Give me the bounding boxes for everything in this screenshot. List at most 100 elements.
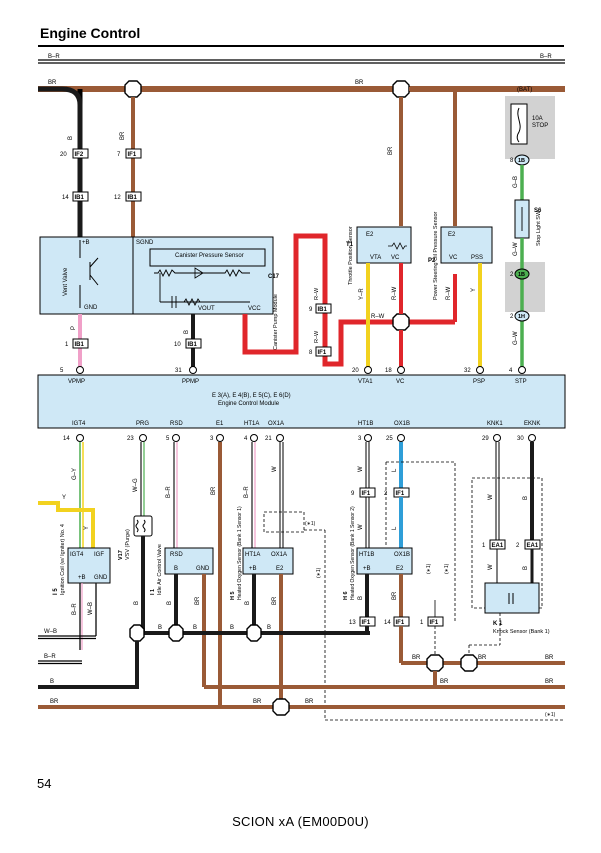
pin-2-knk: 2 <box>516 543 520 549</box>
connector-ib1-a <box>72 191 89 202</box>
iac-pin-rsd: RSD <box>170 552 183 558</box>
connector-ib1-b <box>125 191 142 202</box>
pin-21: 21 <box>265 436 272 442</box>
wire-label-b-o2s2: B <box>358 596 364 600</box>
connector-if1-b <box>315 346 332 357</box>
pin-14-igt4: 14 <box>63 436 70 442</box>
wire-label-br-bottom-1: BR <box>50 699 59 705</box>
o2-sensor-s2: W IF1 9 W L IF1 2 L HT1B OX1B +B E2 H 6 … <box>304 442 565 721</box>
tps-pin-vc: VC <box>391 255 400 261</box>
o2s1-pin-plusb: +B <box>249 566 257 572</box>
knock-id: K 1 <box>493 621 503 627</box>
connector-label-if1-e: IF1 <box>362 620 371 626</box>
iac-pin-b: B <box>174 566 178 572</box>
pin-2-stop-b: 2 <box>510 314 514 320</box>
wire-label-b-bottom: B <box>50 679 54 685</box>
o2s2-pin-ox1b: OX1B <box>394 552 410 558</box>
wire-label-gb: G–B <box>513 176 519 188</box>
iac-id: I 1 <box>150 589 156 595</box>
pin-9-ht1b: 9 <box>351 491 355 497</box>
pin-14-ox: 14 <box>384 620 391 626</box>
fuse-source: (BAT) <box>517 87 532 93</box>
o2-sensor-b1s2 <box>356 547 413 575</box>
connector-label-ib1-d: IB1 <box>75 342 85 348</box>
page-title: Engine Control <box>40 25 141 41</box>
pin-32: 32 <box>464 368 471 374</box>
wire-label-br-left: B–R <box>44 654 56 660</box>
wire-label-w-knk-2: W <box>488 564 494 570</box>
vent-valve-label: Vent Valve <box>63 267 69 296</box>
ign-id: I 5 <box>53 588 59 595</box>
stop-sw-label: Stop Light SW <box>536 210 542 246</box>
ground-buses: B B B B B BR BR BR BR BR BR BR BR <box>38 613 565 716</box>
wire-label-yr: Y–R <box>359 288 365 300</box>
canister-pin-vout: VOUT <box>198 306 215 312</box>
connector-1h <box>514 310 530 322</box>
wire-label-br-bottom-7: BR <box>478 655 487 661</box>
connector-label-if1-g: IF1 <box>430 620 439 626</box>
pin-1-shield: 1 <box>420 620 424 626</box>
annotation-star1-b: (∗1) <box>316 567 322 578</box>
pin-20-vta: 20 <box>352 368 359 374</box>
splice-gnd-3 <box>246 624 262 642</box>
splice-br-bottom <box>272 698 290 716</box>
wire-label-br-o2s1: BR <box>272 596 278 605</box>
pin-3-ht1b: 3 <box>358 436 362 442</box>
connector-label-ib1-a: IB1 <box>75 195 85 201</box>
wire-label-y-ign-2: Y <box>84 526 90 530</box>
wire-label-gw: G–W <box>513 242 519 256</box>
footer-model: SCION xA (EM00D0U) <box>232 814 369 829</box>
pin-31: 31 <box>175 368 182 374</box>
wire-label-rw-2: R–W <box>314 287 320 300</box>
title-rule <box>38 45 564 47</box>
pin-13: 13 <box>349 620 356 626</box>
wire-label-br-bottom-5: BR <box>545 655 554 661</box>
wire-label-w-ht1b: W <box>358 466 364 472</box>
wire-label-b-gnd-3: B <box>230 625 234 631</box>
page-number: 54 <box>37 776 52 791</box>
ecm-pin-prg: PRG <box>136 421 149 427</box>
connector-ib1-c <box>315 303 332 314</box>
ecm-pin-stp: STP <box>515 379 527 385</box>
wire-label-b-purge: B <box>134 601 140 605</box>
ecm-pin-ht1a: HT1A <box>244 421 259 427</box>
wire-label-br-ign: B–R <box>72 603 78 615</box>
annotation-star1-c: (∗1) <box>426 563 432 574</box>
wire-label-br-top: B–R <box>48 54 60 60</box>
wire-label-br-rsd: B–R <box>166 486 172 498</box>
wire-label-rw: R–W <box>371 314 385 320</box>
knock-label: Knock Sensor (Bank 1) <box>493 629 550 635</box>
connector-label-if1-a: IF1 <box>128 152 137 158</box>
wire-label-br-ht1a: B–R <box>244 486 250 498</box>
shield-s1 <box>263 511 305 533</box>
ecm-top-wires: P IB1 1 B IB1 10 5 31 20 18 32 4 <box>60 314 526 374</box>
ecm-pin-eknk: EKNK <box>524 421 540 427</box>
pin-4-ht1a: 4 <box>244 436 248 442</box>
wire-label-w-ox1a: W <box>272 466 278 472</box>
wire-label-br-iac: BR <box>195 596 201 605</box>
wire-label-y-ign: Y <box>62 495 66 501</box>
ps-pin-vc: VC <box>449 255 458 261</box>
connector-ib1-d <box>72 338 89 349</box>
pin-2-stop: 2 <box>510 272 514 278</box>
ecm-pin-knk1: KNK1 <box>487 421 503 427</box>
wire-label-gy: G–Y <box>72 468 78 480</box>
splice-gnd-2 <box>168 624 184 642</box>
wire-label-y-ps: Y <box>471 288 477 292</box>
connector-label-ib1-c: IB1 <box>318 307 328 313</box>
wire-label-l: L <box>392 468 398 472</box>
ps-pin-pss: PSS <box>471 255 483 261</box>
ecm-pin-vta1: VTA1 <box>358 379 373 385</box>
wire-label-br-main: BR <box>48 80 57 86</box>
ecm-bottom-pins: 14 23 5 3 4 21 3 25 29 30 <box>63 434 536 442</box>
iac-label: Idle Air Control Valve <box>157 544 163 595</box>
ecm-pin-psp: PSP <box>473 379 485 385</box>
o2-sensor-s1: BR B–R W (∗1) HT1A OX1A +B E2 H 5 Heated… <box>211 442 316 707</box>
connector-label-ib1-e: IB1 <box>188 342 198 348</box>
connector-label-if2: IF2 <box>75 152 84 158</box>
connector-if1-c <box>359 487 376 498</box>
canister-sub-label: Canister Pressure Sensor <box>175 253 244 259</box>
connector-label-if1-b: IF1 <box>318 350 327 356</box>
br-main-line: BR BR BR <box>38 80 565 238</box>
